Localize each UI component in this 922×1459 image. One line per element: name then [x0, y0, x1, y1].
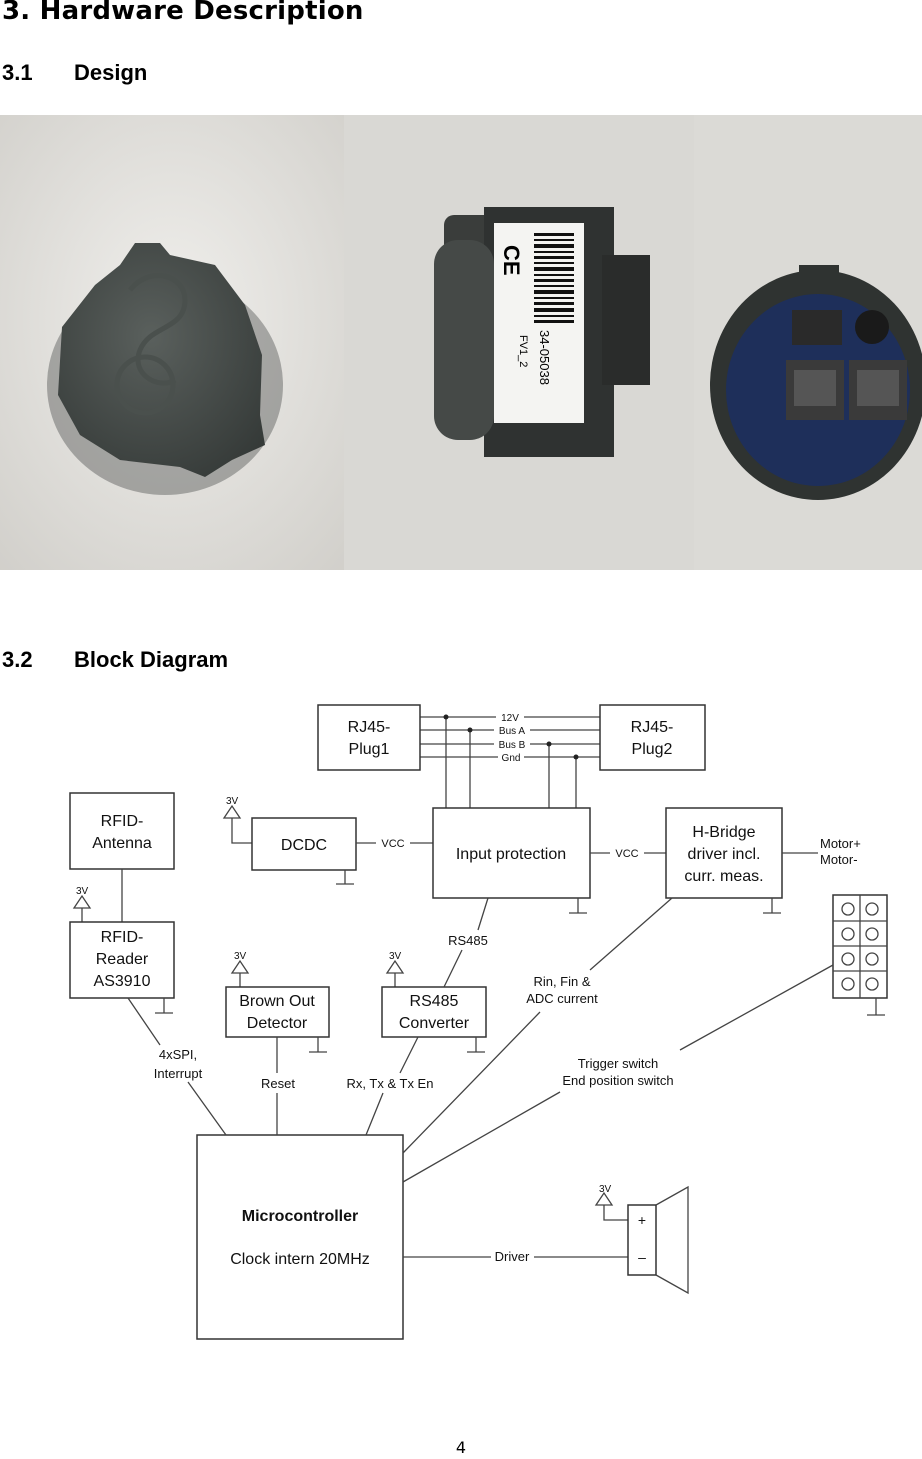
- section-number: 3.2: [2, 647, 33, 672]
- dcdc-block: [251, 817, 357, 871]
- section-design-heading: 3.1 Design: [2, 60, 147, 86]
- rs485-converter-block: [381, 986, 487, 1038]
- device-top-photo: [0, 115, 344, 570]
- microcontroller-clock: Clock intern 20MHz: [230, 1251, 370, 1268]
- rfid-reader-3v-label: 3V: [76, 886, 89, 897]
- rfid-reader-block: [69, 921, 175, 999]
- block-diagram: 12V Bus A Bus B Gnd RJ45- Plug1 RJ45- Pl…: [0, 690, 922, 1380]
- h-bridge-block: [665, 807, 783, 899]
- page-number: 4: [455, 1438, 467, 1457]
- section-title: Design: [74, 60, 148, 85]
- buzzer-3v-label: 3V: [599, 1184, 612, 1195]
- page-heading: 3. Hardware Description: [2, 0, 364, 26]
- buzzer-icon: [594, 1185, 689, 1295]
- trigger-label-1: Trigger switch: [578, 1056, 658, 1071]
- rs485-converter-label-1: RS485: [410, 993, 459, 1010]
- rj45-plug2-block: [599, 704, 706, 771]
- reset-label: Reset: [261, 1076, 295, 1091]
- dcdc-label: DCDC: [281, 837, 327, 854]
- rfid-antenna-block: [69, 792, 175, 870]
- device-photos: CE 34-05038 FV1_2: [0, 115, 922, 570]
- h-bridge-label-2: driver incl.: [688, 846, 761, 863]
- rj45-plug1-label-1: RJ45-: [348, 719, 391, 736]
- rj45-plug1-block: [317, 704, 421, 771]
- motor-plus-label: Motor+: [820, 836, 861, 851]
- bus-b-label: Bus B: [499, 740, 526, 751]
- dcdc-3v-label: 3V: [226, 796, 239, 807]
- trigger-label-2: End position switch: [562, 1073, 673, 1088]
- rfid-antenna-label-1: RFID-: [101, 813, 144, 830]
- input-protection-block: [432, 807, 591, 899]
- rfid-antenna-label-2: Antenna: [92, 835, 152, 852]
- pin-header-connector: [832, 894, 888, 1016]
- microcontroller-title: Microcontroller: [242, 1208, 358, 1225]
- rj45-plug2-label-1: RJ45-: [631, 719, 674, 736]
- spi-label-2: Interrupt: [154, 1066, 203, 1081]
- heading-number: 3.: [2, 0, 31, 26]
- spi-label-1: 4xSPI,: [159, 1047, 197, 1062]
- brown-out-label-2: Detector: [247, 1015, 308, 1032]
- brown-out-3v-label: 3V: [234, 951, 247, 962]
- rs485-link-label: RS485: [448, 933, 488, 948]
- rin-fin-label-1: Rin, Fin &: [533, 974, 590, 989]
- brown-out-label-1: Brown Out: [239, 993, 315, 1010]
- h-bridge-label-3: curr. meas.: [684, 868, 763, 885]
- rfid-reader-label-3: AS3910: [94, 973, 151, 990]
- section-title: Block Diagram: [74, 647, 229, 672]
- input-protection-label: Input protection: [456, 846, 566, 863]
- heading-title: Hardware Description: [39, 0, 364, 26]
- device-bottom-photo: [694, 115, 922, 570]
- bus-a-label: Bus A: [499, 726, 525, 737]
- bus-gnd-label: Gnd: [502, 753, 521, 764]
- rfid-reader-label-2: Reader: [96, 951, 149, 968]
- section-number: 3.1: [2, 60, 33, 85]
- motor-minus-label: Motor-: [820, 852, 858, 867]
- buzzer-plus: +: [638, 1212, 646, 1228]
- rs485-converter-label-2: Converter: [399, 1015, 470, 1032]
- h-bridge-label-1: H-Bridge: [692, 824, 755, 841]
- rj45-plug2-label-2: Plug2: [632, 741, 673, 758]
- brown-out-detector-block: [225, 986, 330, 1038]
- driver-label: Driver: [495, 1249, 530, 1264]
- device-version-label: FV1_2: [517, 335, 529, 367]
- bus-12v-label: 12V: [501, 713, 519, 724]
- buzzer-minus: –: [638, 1249, 646, 1265]
- rin-fin-label-2: ADC current: [526, 991, 598, 1006]
- rfid-reader-label-1: RFID-: [101, 929, 144, 946]
- microcontroller-block: [196, 1134, 404, 1340]
- ce-mark: CE: [499, 245, 524, 276]
- device-side-photo: CE 34-05038 FV1_2: [344, 115, 694, 570]
- section-block-diagram-heading: 3.2 Block Diagram: [2, 647, 228, 673]
- vcc-right-label: VCC: [615, 848, 638, 860]
- rs485-3v-label: 3V: [389, 951, 402, 962]
- vcc-left-label: VCC: [381, 838, 404, 850]
- rj45-plug1-label-2: Plug1: [349, 741, 390, 758]
- device-code-label: 34-05038: [537, 330, 552, 385]
- rx-tx-label: Rx, Tx & Tx En: [347, 1076, 434, 1091]
